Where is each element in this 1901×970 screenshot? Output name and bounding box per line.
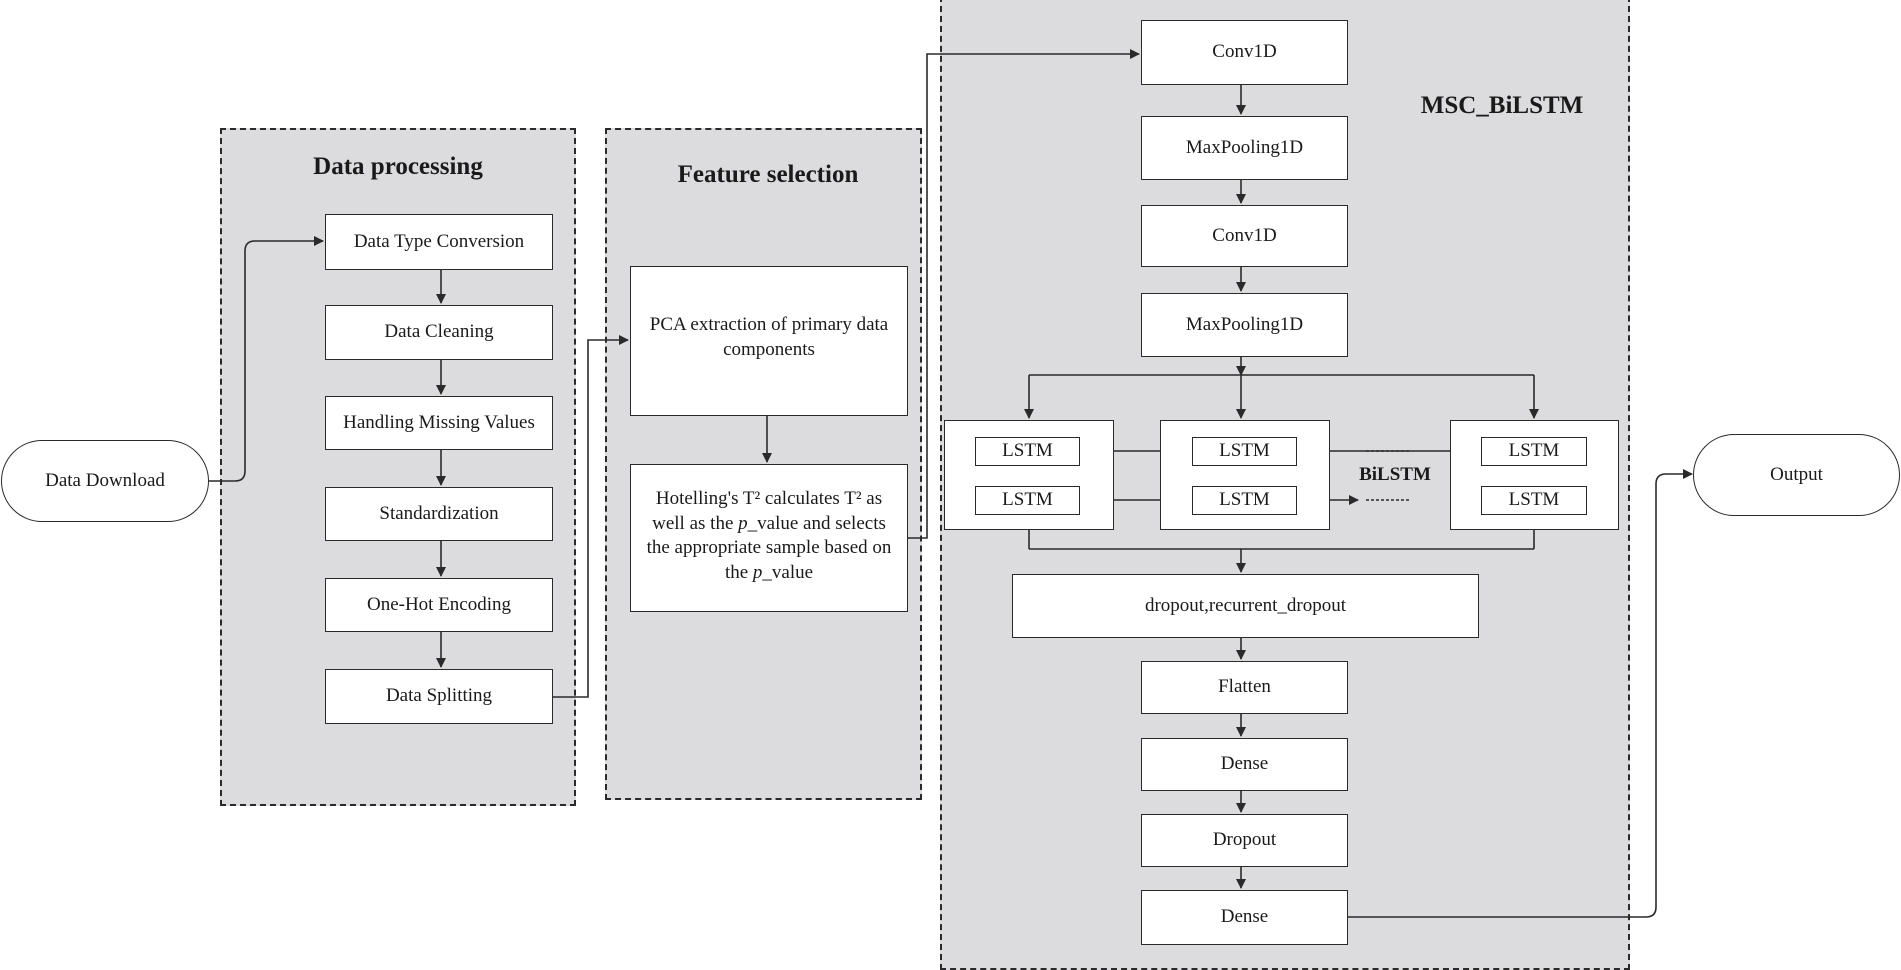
feature-selection-title: Feature selection xyxy=(677,161,859,188)
lstm-cell-middle-top: LSTM xyxy=(1192,437,1297,466)
lstm-cell-right-bottom: LSTM xyxy=(1481,486,1587,515)
data-type-conversion-box: Data Type Conversion xyxy=(325,214,553,270)
hotelling-t2-box: Hotelling's T² calculates T² as well as … xyxy=(630,464,908,612)
one-hot-encoding-box: One-Hot Encoding xyxy=(325,578,553,632)
lstm-cell-right-top: LSTM xyxy=(1481,437,1587,466)
dense-2-box: Dense xyxy=(1141,890,1348,945)
standardization-box: Standardization xyxy=(325,487,553,541)
maxpooling1d-1-box: MaxPooling1D xyxy=(1141,116,1348,180)
conv1d-2-box: Conv1D xyxy=(1141,205,1348,267)
bilstm-label: BiLSTM xyxy=(1359,464,1431,485)
hotelling-t2-text: Hotelling's T² calculates T² as well as … xyxy=(646,488,892,584)
lstm-cell-left-top: LSTM xyxy=(975,437,1080,466)
msc-bilstm-title: MSC_BiLSTM xyxy=(1420,92,1584,119)
dropout-box: Dropout xyxy=(1141,814,1348,867)
output-terminal: Output xyxy=(1693,434,1900,516)
conv1d-1-box: Conv1D xyxy=(1141,20,1348,85)
dropout-recurrent-dropout-box: dropout,recurrent_dropout xyxy=(1012,574,1479,638)
dense-1-box: Dense xyxy=(1141,738,1348,791)
lstm-cell-left-bottom: LSTM xyxy=(975,486,1080,515)
data-splitting-box: Data Splitting xyxy=(325,669,553,724)
flatten-box: Flatten xyxy=(1141,661,1348,714)
lstm-cell-middle-bottom: LSTM xyxy=(1192,486,1297,515)
data-processing-title: Data processing xyxy=(313,153,483,180)
pca-extraction-box: PCA extraction of primary data component… xyxy=(630,266,908,416)
data-cleaning-box: Data Cleaning xyxy=(325,305,553,360)
data-download-terminal: Data Download xyxy=(1,440,209,522)
handling-missing-values-box: Handling Missing Values xyxy=(325,396,553,450)
maxpooling1d-2-box: MaxPooling1D xyxy=(1141,293,1348,357)
